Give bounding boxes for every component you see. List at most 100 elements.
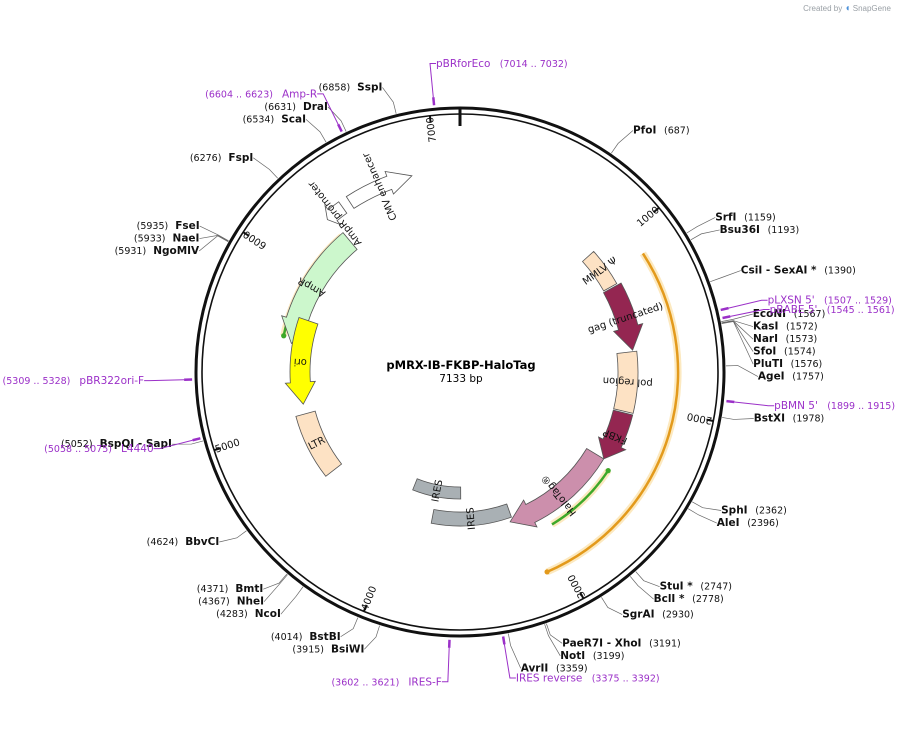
primer-label[interactable]: (3602 .. 3621) IRES-F [331, 676, 441, 688]
orf-orange-tip [544, 569, 550, 575]
primer-mark [722, 315, 731, 320]
site-label[interactable]: (3915) BsiWI [292, 643, 364, 655]
site-leader [382, 87, 397, 114]
site-leader [635, 571, 660, 587]
primer-leader [144, 379, 185, 382]
site-label[interactable]: NarI (1573) [753, 333, 817, 345]
feature-mmlv-[interactable] [581, 250, 618, 292]
site-leader [692, 501, 722, 511]
tick-label: 4000 [360, 585, 380, 613]
orf-orange [546, 252, 680, 574]
site-leader [721, 313, 753, 322]
site-label[interactable]: (4371) BmtI [197, 583, 263, 595]
primer-leader [734, 401, 775, 407]
site-leader [690, 229, 720, 241]
plasmid-name: pMRX-IB-FKBP-HaloTag [386, 358, 535, 372]
tick-mark [706, 418, 714, 422]
site-leader [546, 623, 563, 644]
feature-ampr-promoter[interactable] [324, 201, 348, 226]
primer-mark [501, 636, 506, 645]
site-leader [198, 235, 229, 252]
site-label[interactable]: SfoI (1574) [753, 346, 816, 358]
feature-ori[interactable] [284, 317, 319, 405]
site-label[interactable]: (4367) NheI [198, 596, 264, 608]
tick-mark [652, 207, 660, 214]
site-label[interactable]: SgrAI (2930) [622, 609, 694, 621]
snapgene-logo-icon: ◖ [844, 3, 851, 14]
site-leader [508, 633, 522, 669]
tick-label: 1000 [635, 205, 662, 230]
site-label[interactable]: (5935) FseI [137, 220, 200, 232]
site-label[interactable]: NotI (3199) [560, 650, 624, 662]
site-leader [721, 320, 754, 352]
site-label[interactable]: (6534) ScaI [243, 113, 306, 125]
site-label[interactable]: KasI (1572) [753, 321, 818, 333]
feature-label: AmpR promoter [306, 178, 364, 248]
tick-mark [579, 591, 585, 600]
feature-label: ori [294, 356, 308, 368]
backbone-outer [194, 106, 726, 638]
feature-pol-region[interactable] [613, 350, 639, 414]
site-label[interactable]: PfoI (687) [633, 124, 690, 136]
site-leader [199, 235, 229, 242]
site-label[interactable]: (6858) SspI [319, 81, 383, 93]
primer-leader [317, 93, 339, 125]
feature-ires[interactable] [430, 503, 512, 527]
feature-cmv-enhancer[interactable] [345, 171, 413, 209]
primer-label[interactable]: (5058 .. 5075) L4440 [44, 443, 153, 455]
primer-label[interactable]: pBMN 5' (1899 .. 1915) [774, 400, 895, 412]
site-label[interactable]: BstXI (1978) [754, 413, 825, 425]
site-label[interactable]: PaeR7I - XhoI (3191) [562, 637, 681, 649]
orf-green-halo-tip [605, 468, 611, 474]
primer-mark [192, 437, 201, 442]
feature-gag-truncated-[interactable] [602, 282, 644, 351]
feature-halotag-[interactable] [509, 447, 605, 528]
site-label[interactable]: EcoNI (1567) [753, 308, 826, 320]
site-label[interactable]: SphI (2362) [721, 505, 787, 517]
restriction-sites: (6858) SspI (6631) DraI(6534) ScaI (6276) … [61, 81, 856, 674]
site-leader [199, 225, 229, 242]
primer-label[interactable]: (6604 .. 6623) Amp-R [205, 88, 317, 100]
site-label[interactable]: (5052) BspQI - SapI [61, 438, 172, 450]
site-leader [629, 576, 654, 600]
site-label[interactable]: (6631) DraI [264, 101, 328, 113]
site-label[interactable]: (5931) NgoMIV [115, 245, 200, 257]
site-label[interactable]: CsiI - SexAI * (1390) [741, 265, 856, 277]
primer-label[interactable]: (5309 .. 5328) pBR322ori-F [3, 375, 145, 387]
site-label[interactable]: SrfI (1159) [715, 211, 775, 223]
site-leader [722, 417, 754, 420]
feature-fkbp[interactable] [597, 409, 634, 460]
primer-label[interactable]: pBABE 5' (1545 .. 1561) [770, 304, 895, 316]
primer-leader [441, 647, 450, 683]
site-label[interactable]: StuI * (2747) [660, 581, 732, 593]
site-label[interactable]: BclI * (2778) [654, 593, 724, 605]
site-label[interactable]: AvrII (3359) [521, 662, 588, 674]
primer-label[interactable]: pLXSN 5' (1507 .. 1529) [768, 295, 892, 307]
backbone-inner [201, 113, 719, 631]
primer-label[interactable]: IRES reverse (3375 .. 3392) [516, 672, 660, 684]
feature-label: IRES [430, 479, 445, 503]
site-label[interactable]: AleI (2396) [717, 517, 779, 529]
orf-green-halo [551, 469, 610, 526]
site-label[interactable]: (4283) NcoI [216, 608, 281, 620]
site-label[interactable]: Bsu36I (1193) [720, 224, 800, 236]
primer-leader [503, 644, 516, 679]
site-label[interactable]: (4624) BbvCI [147, 536, 220, 548]
site-label[interactable]: AgeI (1757) [758, 371, 824, 383]
tick-mark [242, 231, 250, 237]
site-leader [263, 573, 288, 590]
site-label[interactable]: (5933) NaeI [134, 233, 200, 245]
primer-leader [429, 62, 437, 98]
tick-label: 6000 [242, 228, 269, 251]
primer-sites: pBRforEco (7014 .. 7032) (6604 .. 6623) A… [3, 58, 896, 688]
site-label[interactable]: PluTI (1576) [753, 358, 822, 370]
primer-label[interactable]: pBRforEco (7014 .. 7032) [436, 58, 568, 70]
snapgene-credit: Created by ◖ SnapGene [803, 3, 891, 14]
site-leader [721, 321, 754, 365]
feature-ires[interactable] [412, 478, 462, 500]
site-label[interactable]: (4014) BstBI [271, 631, 341, 643]
tick-mark [428, 115, 432, 123]
feature-ltr[interactable] [295, 410, 343, 477]
site-label[interactable]: (6276) FspI [190, 152, 253, 164]
